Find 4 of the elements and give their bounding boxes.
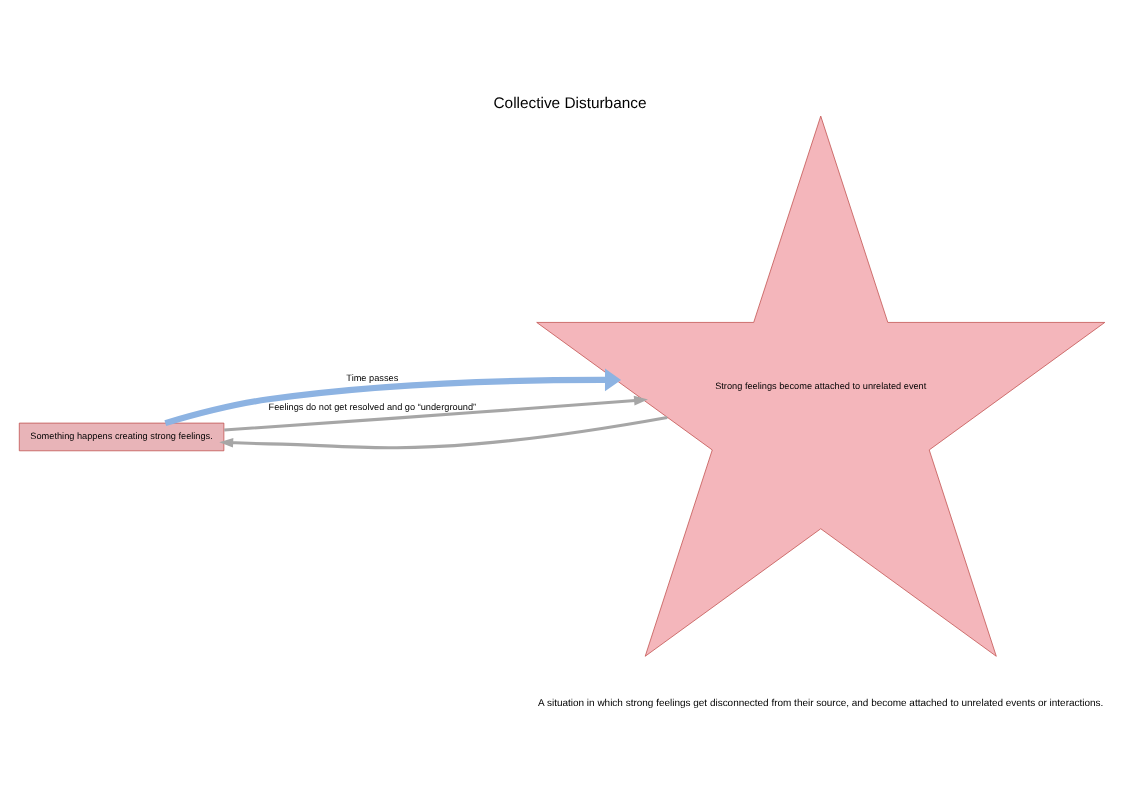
arrow bbox=[219, 414, 668, 449]
diagram-title: Collective Disturbance bbox=[493, 93, 647, 112]
arrow bbox=[164, 367, 622, 426]
arrow bbox=[224, 394, 648, 431]
